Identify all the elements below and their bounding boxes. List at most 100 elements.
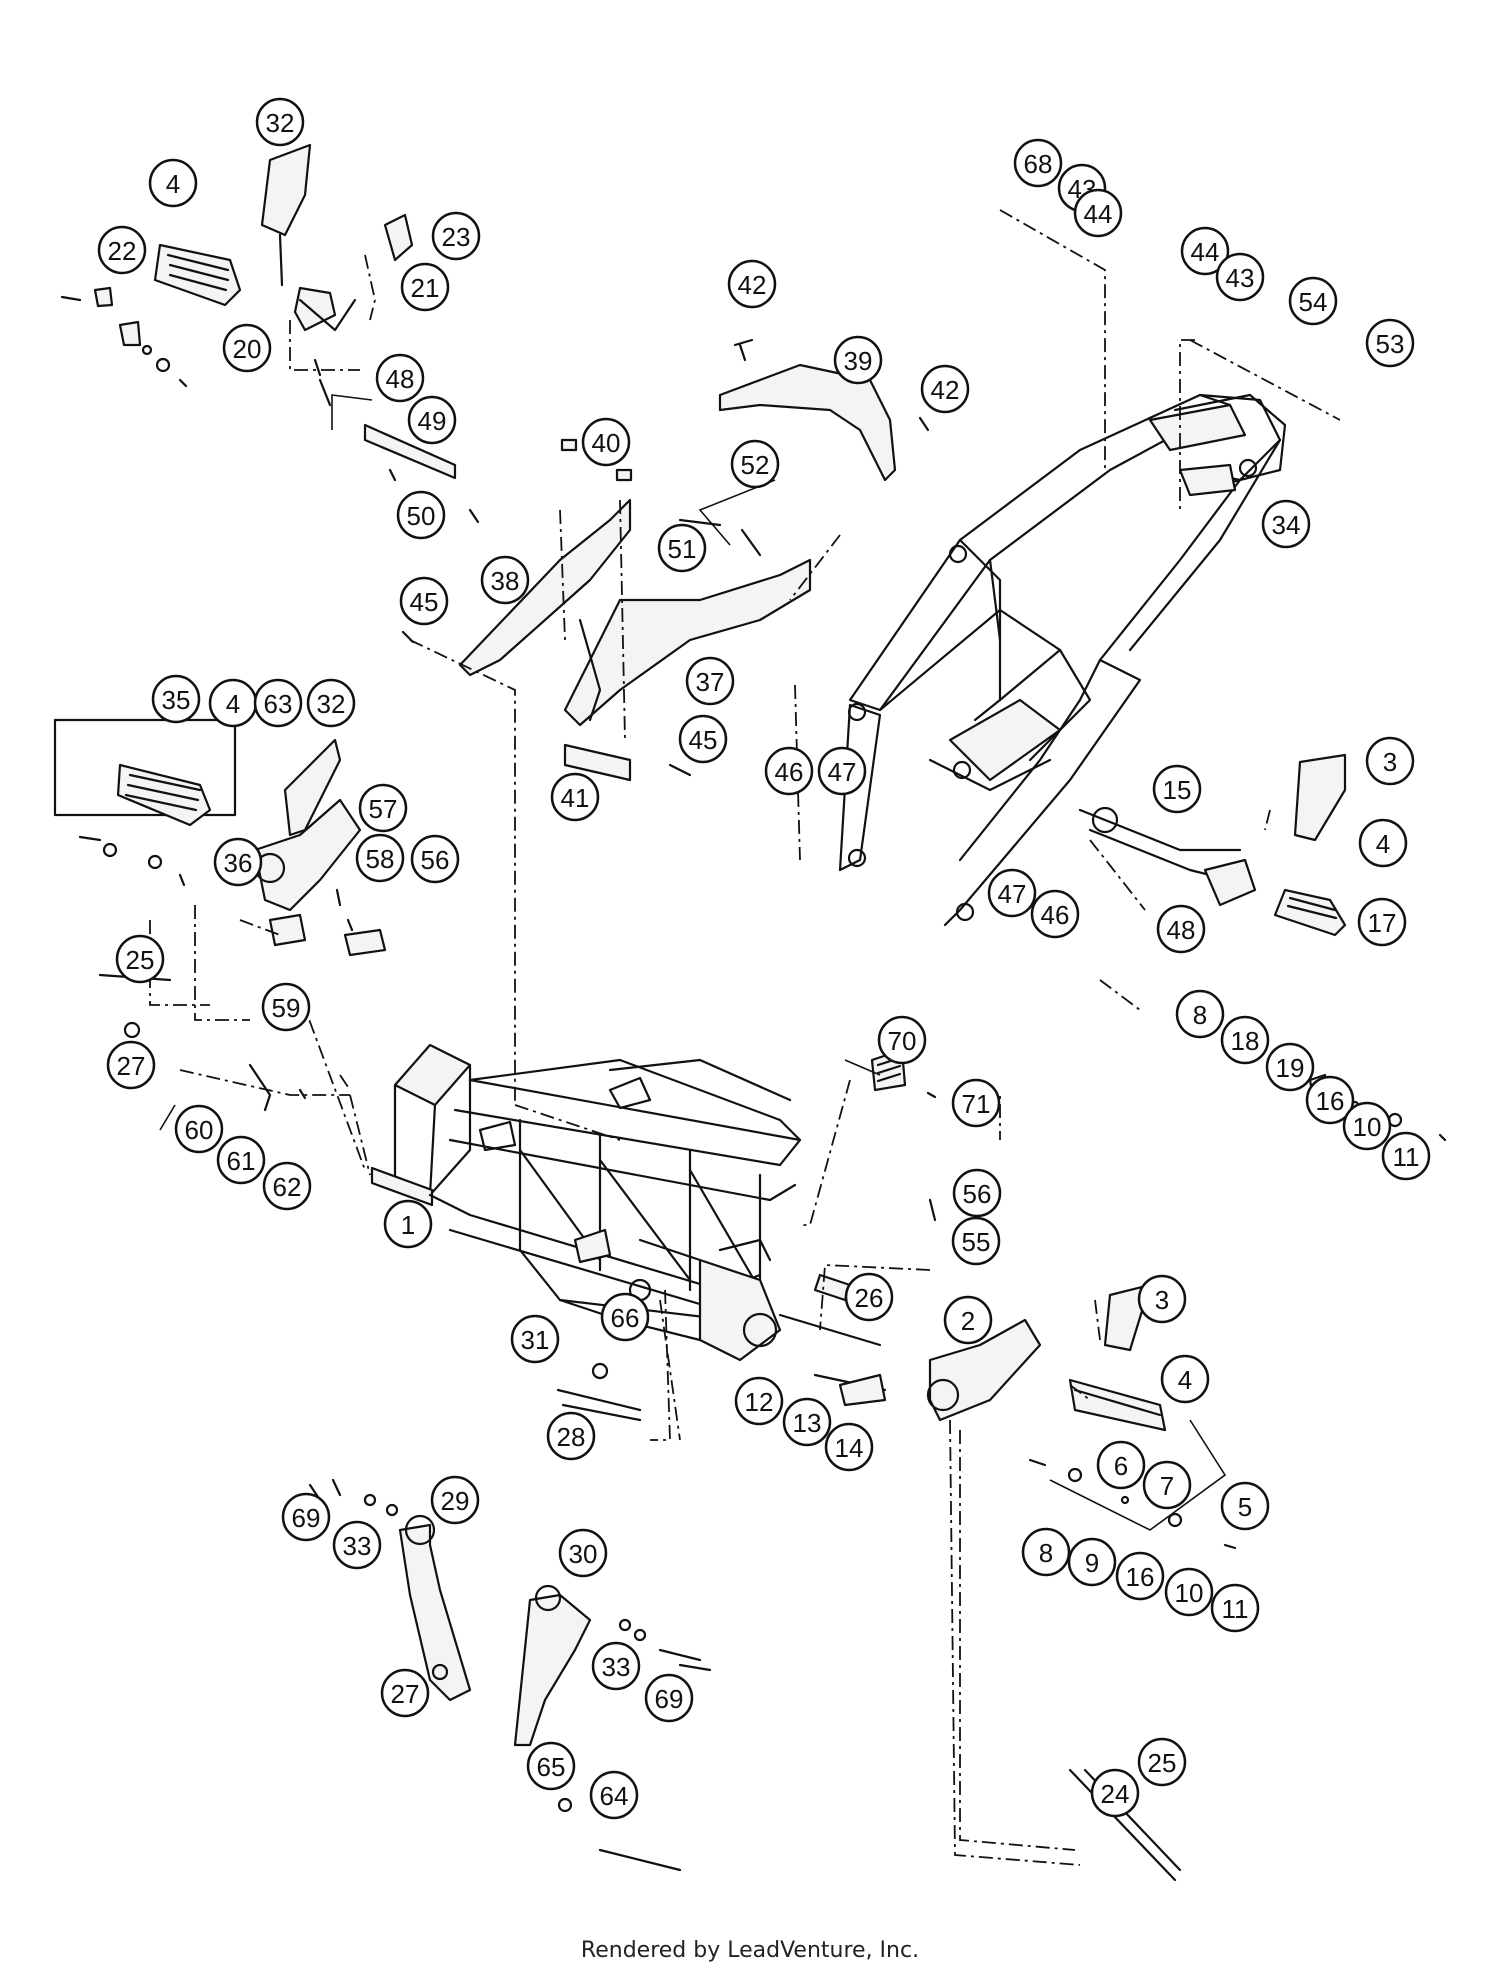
callout-45: 45 [678,714,728,764]
callout-52: 52 [730,439,780,489]
callout-37: 37 [685,656,735,706]
callout-number: 4 [1376,829,1390,859]
callout-63: 63 [253,678,303,728]
callout-number: 26 [855,1283,884,1313]
callout-number: 5 [1238,1492,1252,1522]
callout-4: 4 [1358,818,1408,868]
callout-circle [943,1295,993,1345]
callout-26: 26 [844,1272,894,1322]
callout-number: 45 [689,725,718,755]
callout-62: 62 [262,1161,312,1211]
callout-number: 46 [775,757,804,787]
callout-number: 1 [401,1210,415,1240]
callout-circle [952,1168,1002,1218]
callout-29: 29 [430,1475,480,1525]
leader-lines [159,394,1227,1531]
callout-number: 4 [166,169,180,199]
callout-circle [824,1422,874,1472]
callout-number: 33 [343,1531,372,1561]
callout-number: 24 [1101,1779,1130,1809]
callout-circle [399,576,449,626]
callout-34: 34 [1261,499,1311,549]
callout-number: 44 [1191,237,1220,267]
callout-number: 60 [185,1115,214,1145]
callout-number: 42 [931,375,960,405]
callout-circle [951,1216,1001,1266]
callout-circle [306,678,356,728]
callout-circle [1137,1274,1187,1324]
callout-circle [877,1015,927,1065]
callout-circle [844,1272,894,1322]
callout-49: 49 [407,395,457,445]
callout-circle [213,837,263,887]
callout-28: 28 [546,1411,596,1461]
callout-48: 48 [1156,904,1206,954]
callout-circle [281,1492,331,1542]
callout-circle [1152,764,1202,814]
callout-33: 33 [332,1520,382,1570]
footer-credit: Rendered by LeadVenture, Inc. [580,1938,920,1963]
callout-number: 40 [592,428,621,458]
callout-number: 51 [668,534,697,564]
callout-number: 69 [292,1503,321,1533]
callout-circle [1115,1551,1165,1601]
callout-31: 31 [510,1314,560,1364]
callout-circle [396,490,446,540]
callout-circle [383,1199,433,1249]
callout-number: 71 [962,1089,991,1119]
callout-33: 33 [591,1641,641,1691]
callout-number: 12 [745,1387,774,1417]
callout-number: 31 [521,1325,550,1355]
callout-number: 56 [963,1179,992,1209]
callout-circle [1265,1042,1315,1092]
callout-9: 9 [1067,1537,1117,1587]
callout-circle [764,746,814,796]
callout-circle [526,1741,576,1791]
callout-circle [400,262,450,312]
callout-27: 27 [106,1040,156,1090]
callout-39: 39 [833,335,883,385]
callout-11: 11 [1210,1583,1260,1633]
callout-number: 61 [227,1146,256,1176]
callout-69: 69 [644,1673,694,1723]
callout-circle [589,1770,639,1820]
callout-54: 54 [1288,276,1338,326]
callout-circle [115,934,165,984]
callout-circle [261,982,311,1032]
callout-circle [727,259,777,309]
callout-56: 56 [410,834,460,884]
callout-circle [591,1641,641,1691]
callout-circle [1220,1481,1270,1531]
callout-circle [222,323,272,373]
callout-circle [1357,897,1407,947]
callout-circle [253,678,303,728]
callout-circle [1164,1567,1214,1617]
callout-circle [1160,1354,1210,1404]
callout-45: 45 [399,576,449,626]
callout-circle [1210,1583,1260,1633]
callout-69: 69 [281,1492,331,1542]
callout-12: 12 [734,1376,784,1426]
main-frame [370,1043,802,1362]
callout-circle [730,439,780,489]
callout-circle [510,1314,560,1364]
callout-18: 18 [1220,1015,1270,1065]
callout-circle [1261,499,1311,549]
callout-11: 11 [1381,1131,1431,1181]
callout-circle [1288,276,1338,326]
heat-shields [401,338,930,782]
callout-number: 25 [1148,1748,1177,1778]
callout-36: 36 [213,837,263,887]
callout-13: 13 [782,1397,832,1447]
callout-circle [1358,818,1408,868]
callout-circle [987,868,1037,918]
rear-subframe [838,393,1287,927]
callout-61: 61 [216,1135,266,1185]
callout-circle [1096,1440,1146,1490]
callout-number: 37 [696,667,725,697]
callout-number: 57 [369,794,398,824]
callout-circle [106,1040,156,1090]
callout-circle [431,211,481,261]
callout-circle [430,1475,480,1525]
